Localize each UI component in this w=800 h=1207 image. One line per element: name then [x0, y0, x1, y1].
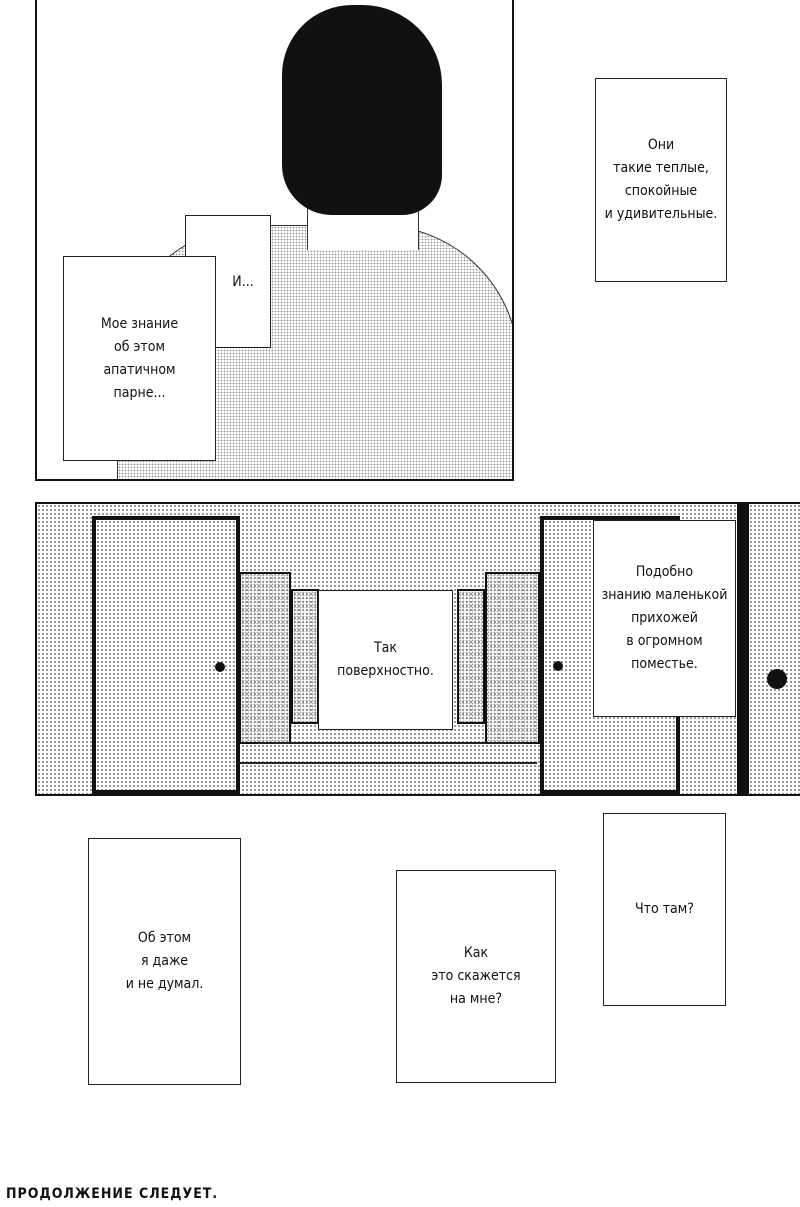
caption-box: Они такие теплые, спокойные и удивительн…: [595, 78, 727, 282]
caption-line: Так: [373, 640, 398, 656]
caption-line: парне...: [113, 384, 166, 401]
caption-box-join: [187, 257, 214, 346]
sliding-door: [457, 589, 485, 724]
caption-box: Мое знание об этом апатичном парне...: [63, 256, 216, 461]
caption-line: на мне?: [449, 991, 503, 1007]
sliding-door: [485, 572, 540, 744]
caption-line: Что там?: [635, 901, 694, 917]
sliding-door: [291, 589, 319, 724]
sliding-door: [92, 516, 240, 794]
caption-line: поместье.: [631, 656, 698, 672]
caption-line: апатичном: [103, 361, 176, 378]
caption-box: Как это скажется на мне?: [396, 870, 556, 1083]
door-knob: [767, 669, 787, 689]
caption-line: Мое знание: [100, 315, 179, 332]
caption-line: Подобно: [635, 564, 694, 580]
to-be-continued-text: Продолжение следует.: [6, 1186, 219, 1202]
caption-box: Подобно знанию маленькой прихожей в огро…: [593, 520, 736, 717]
caption-line: знанию маленькой: [601, 587, 728, 603]
pillar: [737, 504, 749, 794]
caption-line: спокойные: [624, 183, 698, 199]
caption-box: Об этом я даже и не думал.: [88, 838, 241, 1085]
caption-line: и удивительные.: [604, 206, 718, 222]
caption-box: Что там?: [603, 813, 726, 1006]
caption-line: Как: [463, 945, 489, 961]
caption-line: прихожей: [631, 610, 698, 626]
caption-box: Так поверхностно.: [318, 590, 453, 730]
character-hair: [282, 5, 442, 215]
caption-line: я даже: [140, 953, 189, 969]
caption-line: поверхностно.: [337, 663, 434, 679]
caption-line: Об этом: [137, 930, 192, 946]
sliding-door: [239, 572, 291, 744]
caption-line: и не думал.: [125, 976, 204, 992]
door-knob: [215, 662, 225, 672]
door-knob: [553, 661, 563, 671]
caption-line: в огромном: [626, 633, 703, 649]
caption-line: это скажется: [431, 968, 521, 984]
caption-line: Они: [647, 137, 675, 153]
floor-line: [237, 762, 537, 764]
caption-line: такие теплые,: [613, 160, 709, 176]
caption-line: И...: [232, 274, 254, 290]
caption-line: об этом: [114, 338, 165, 355]
floor-line: [257, 742, 527, 744]
